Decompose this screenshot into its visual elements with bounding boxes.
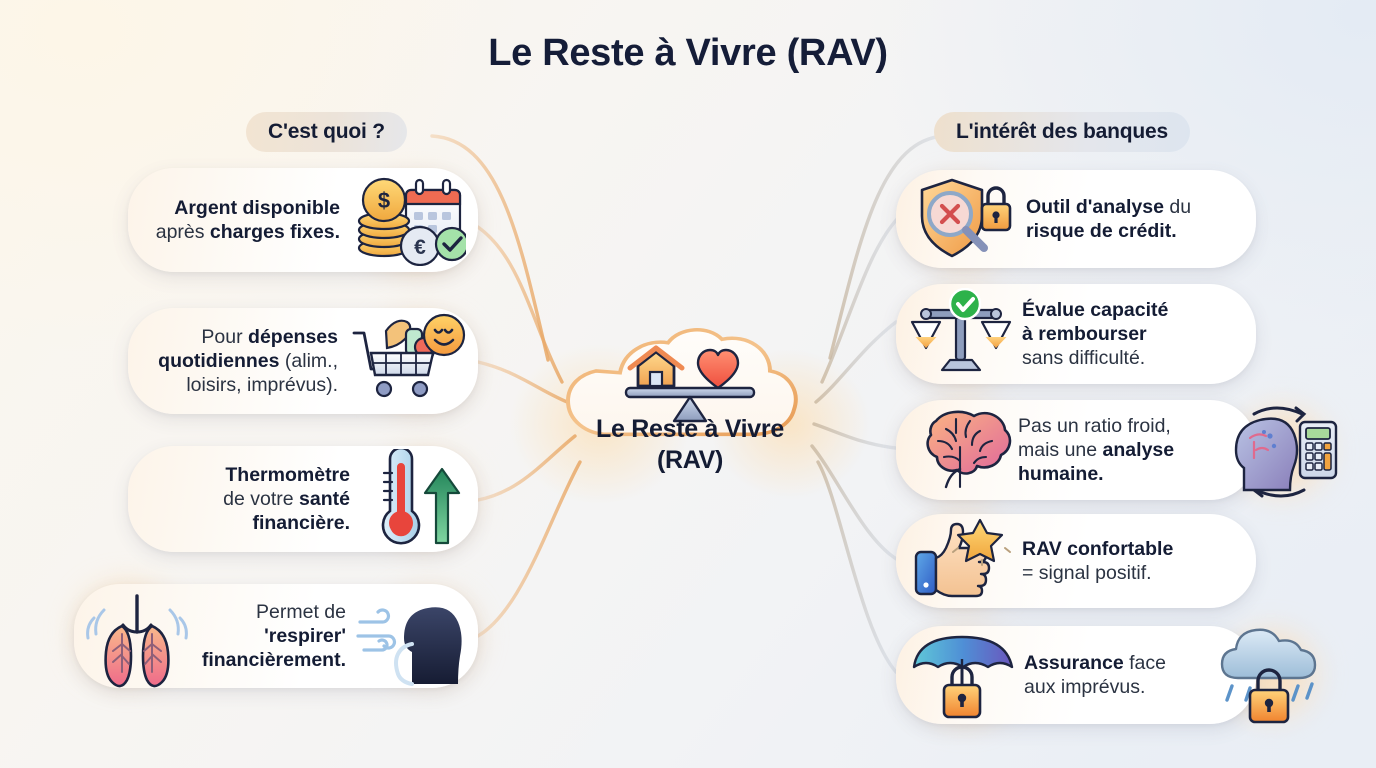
left-card-4[interactable]: Permet de'respirer'financièrement. bbox=[74, 584, 478, 688]
left-card-4-text: Permet de'respirer'financièrement. bbox=[201, 601, 346, 671]
svg-text:$: $ bbox=[378, 188, 390, 213]
section-header-left-label: C'est quoi ? bbox=[268, 120, 385, 143]
section-header-left: C'est quoi ? bbox=[246, 112, 407, 152]
shield-magnifier-lock-icon bbox=[908, 174, 1020, 264]
head-calculator-icon bbox=[1222, 398, 1340, 502]
center-node-label: Le Reste à Vivre (RAV) bbox=[540, 414, 840, 476]
brain-icon bbox=[908, 407, 1012, 493]
page-title: Le Reste à Vivre (RAV) bbox=[488, 32, 888, 74]
cloud-rain-lock-icon bbox=[1212, 622, 1324, 726]
right-card-4[interactable]: RAV confortable= signal positif. bbox=[896, 514, 1256, 608]
scales-check-icon bbox=[908, 288, 1016, 380]
center-node-label-line2: (RAV) bbox=[656, 446, 724, 474]
thumbs-up-star-icon bbox=[908, 518, 1016, 604]
center-node[interactable]: Le Reste à Vivre (RAV) bbox=[540, 318, 840, 530]
center-node-label-line1: Le Reste à Vivre bbox=[596, 415, 784, 443]
right-card-4-text: RAV confortable= signal positif. bbox=[1022, 538, 1174, 584]
breathing-head-icon bbox=[354, 586, 466, 686]
svg-text:€: € bbox=[414, 236, 426, 259]
lungs-icon bbox=[78, 582, 196, 690]
thermometer-up-arrow-icon bbox=[358, 449, 466, 549]
shopping-cart-smiley-icon bbox=[346, 313, 466, 409]
section-header-right: L'intérêt des banques bbox=[934, 112, 1191, 152]
coins-calendar-check-icon: $ € bbox=[348, 174, 466, 266]
section-header-right-label: L'intérêt des banques bbox=[956, 120, 1169, 143]
umbrella-lock-icon bbox=[908, 629, 1018, 721]
